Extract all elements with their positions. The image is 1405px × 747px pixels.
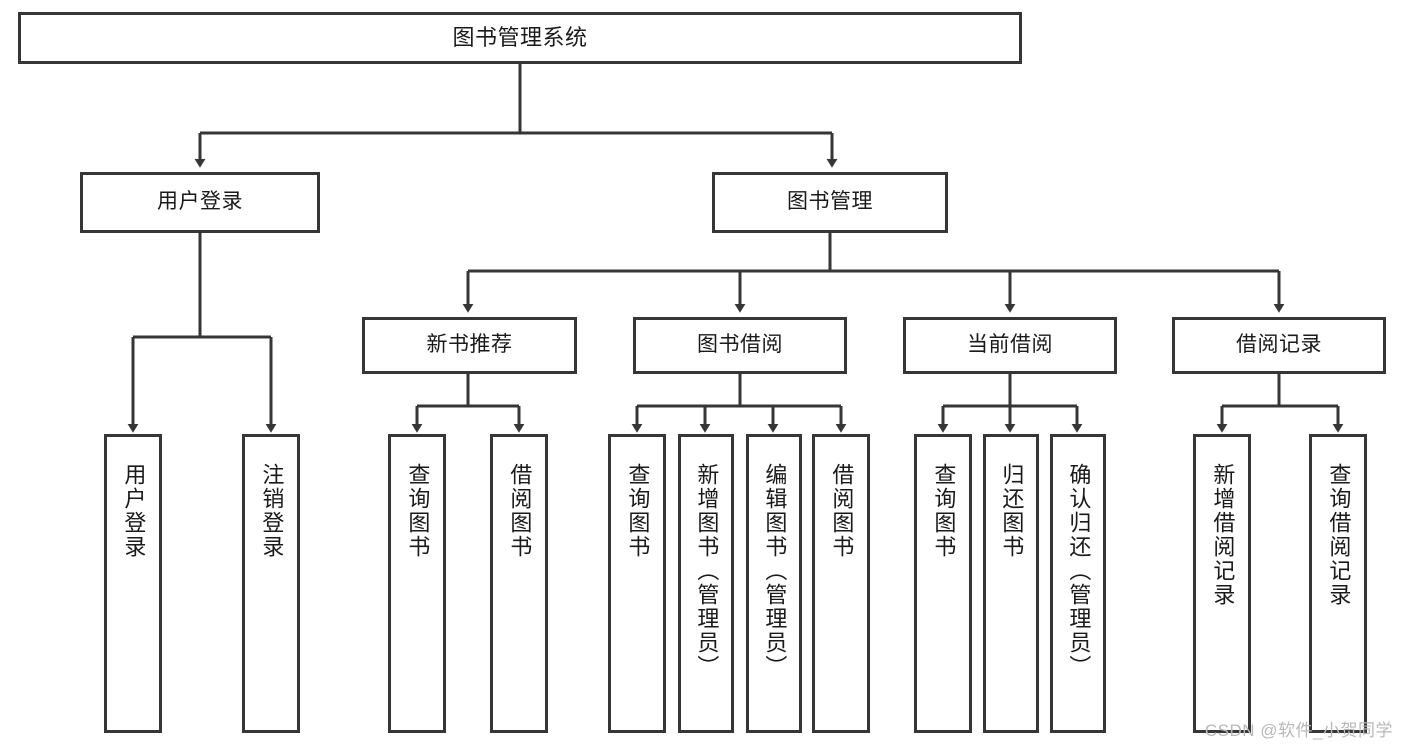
node-label: 用户登录 [157, 190, 243, 214]
node-leaf-query-book-3[interactable]: 查询图书 [914, 434, 972, 733]
node-leaf-user-login[interactable]: 用户登录 [104, 434, 162, 733]
node-label: 编辑图书（管理员） [762, 463, 788, 679]
node-label: 图书管理系统 [452, 25, 588, 51]
node-user-login[interactable]: 用户登录 [80, 172, 320, 233]
node-book-management[interactable]: 图书管理 [712, 172, 948, 233]
node-borrow-record[interactable]: 借阅记录 [1172, 317, 1386, 374]
watermark-text: CSDN @软件_小贺同学 [1204, 721, 1393, 740]
node-current-borrow[interactable]: 当前借阅 [903, 317, 1117, 374]
node-label: 查询借阅记录 [1326, 463, 1352, 607]
node-label: 查询图书 [405, 463, 431, 559]
node-leaf-borrow-book-1[interactable]: 借阅图书 [490, 434, 548, 733]
node-new-book-recommend[interactable]: 新书推荐 [362, 317, 577, 374]
node-book-borrow[interactable]: 图书借阅 [633, 317, 847, 374]
node-leaf-return-book[interactable]: 归还图书 [983, 434, 1039, 733]
node-leaf-add-book[interactable]: 新增图书（管理员） [678, 434, 734, 733]
node-label: 新增借阅记录 [1210, 463, 1236, 607]
node-label: 用户登录 [121, 463, 147, 559]
node-root-book-management-system[interactable]: 图书管理系统 [18, 12, 1022, 64]
node-leaf-confirm-return[interactable]: 确认归还（管理员） [1050, 434, 1106, 733]
node-label: 归还图书 [999, 463, 1025, 559]
node-leaf-borrow-book-2[interactable]: 借阅图书 [812, 434, 870, 733]
node-label: 新增图书（管理员） [694, 463, 720, 679]
node-leaf-logout-login[interactable]: 注销登录 [242, 434, 300, 733]
node-label: 图书管理 [787, 190, 873, 214]
node-label: 查询图书 [931, 463, 957, 559]
node-label: 查询图书 [625, 463, 651, 559]
node-leaf-edit-book[interactable]: 编辑图书（管理员） [746, 434, 802, 733]
node-leaf-query-book-1[interactable]: 查询图书 [388, 434, 446, 733]
node-leaf-add-borrow-record[interactable]: 新增借阅记录 [1193, 434, 1251, 733]
node-leaf-query-book-2[interactable]: 查询图书 [608, 434, 666, 733]
node-label: 当前借阅 [967, 333, 1053, 357]
node-label: 确认归还（管理员） [1066, 463, 1092, 679]
node-label: 借阅图书 [829, 463, 855, 559]
node-leaf-query-borrow-record[interactable]: 查询借阅记录 [1309, 434, 1367, 733]
node-label: 图书借阅 [697, 333, 783, 357]
node-label: 新书推荐 [426, 333, 513, 357]
node-label: 借阅记录 [1236, 333, 1322, 357]
node-label: 借阅图书 [507, 463, 533, 559]
node-label: 注销登录 [259, 463, 285, 559]
